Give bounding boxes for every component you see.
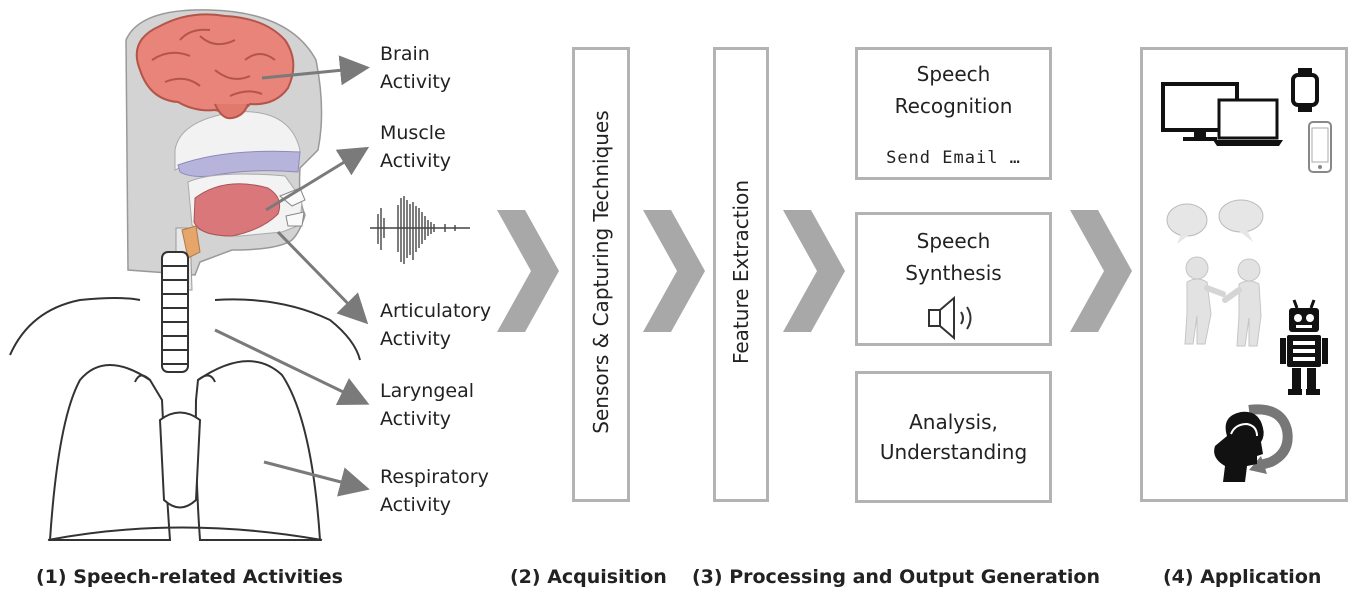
chevron-icon [643, 210, 705, 332]
chevron-icon [497, 210, 559, 332]
speech-recognition-title-2: Recognition [894, 94, 1013, 118]
speech-synthesis-title-2: Synthesis [905, 261, 1002, 285]
feature-extraction-label: Feature Extraction [729, 179, 753, 365]
left-lung [48, 364, 172, 541]
head-feedback-icon [1214, 404, 1293, 482]
trachea [161, 251, 189, 373]
speech-synthesis-box: Speech Synthesis [855, 212, 1052, 346]
articulatory-arrow [276, 230, 369, 325]
smartphone-icon [1308, 121, 1332, 173]
application-box [1140, 47, 1348, 502]
analysis-box: Analysis, Understanding [855, 371, 1052, 503]
muscle-arrow [265, 146, 370, 212]
conversation-figures-icon [1166, 199, 1264, 347]
feature-extraction-box: Feature Extraction [713, 47, 769, 502]
tongue [193, 183, 281, 237]
analysis-title-1: Analysis, [909, 410, 998, 434]
stage-label-3: (3) Processing and Output Generation [692, 566, 1100, 588]
stage-label-1: (1) Speech-related Activities [36, 566, 343, 588]
brain-illustration [135, 13, 295, 113]
speaker-icon [928, 295, 972, 341]
brain-arrow [261, 55, 370, 86]
laryngeal-arrow [214, 328, 370, 406]
speech-recognition-title-1: Speech [916, 62, 991, 86]
chevron-icon [1070, 210, 1132, 332]
stage-label-2: (2) Acquisition [510, 566, 667, 588]
speech-recognition-box: Speech Recognition Send Email … [855, 47, 1052, 180]
palate [177, 150, 301, 177]
robot-icon [1280, 299, 1328, 395]
acquisition-box: Sensors & Capturing Techniques [572, 47, 630, 502]
anatomy-illustration [9, 9, 470, 541]
laptop-icon [1213, 98, 1283, 146]
acquisition-box-label: Sensors & Capturing Techniques [589, 110, 613, 434]
analysis-title-2: Understanding [879, 440, 1028, 464]
stage-label-4: (4) Application [1163, 566, 1322, 588]
send-email-example: Send Email … [886, 148, 1021, 168]
torso-outline [9, 297, 361, 361]
chevron-icon [783, 210, 845, 332]
speech-waveform [370, 196, 470, 264]
smartwatch-icon [1291, 68, 1319, 112]
respiratory-arrow [263, 460, 370, 497]
speech-synthesis-title-1: Speech [916, 229, 991, 253]
right-lung [194, 360, 322, 541]
